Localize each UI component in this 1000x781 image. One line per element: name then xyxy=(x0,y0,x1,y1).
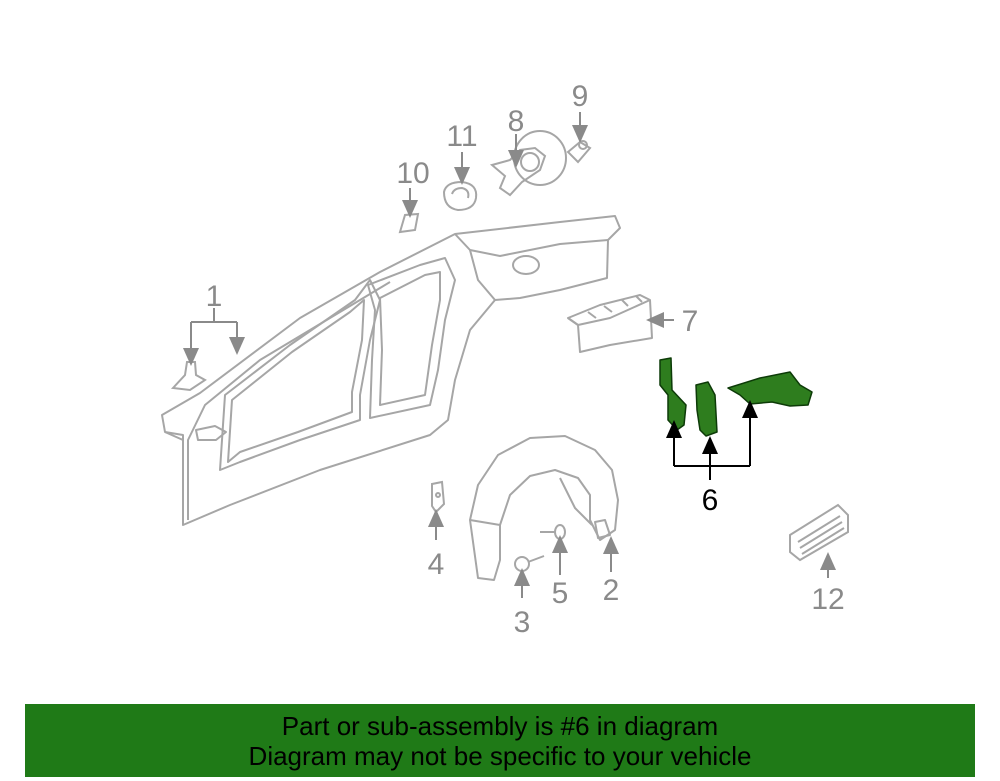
part-6-left-bracket xyxy=(659,357,687,431)
part-6-right-panel xyxy=(727,371,813,407)
fuel-door-part-8 xyxy=(489,130,567,197)
info-banner: Part or sub-assembly is #6 in diagram Di… xyxy=(25,704,975,777)
callout-9: 9 xyxy=(572,80,589,113)
leader-lines xyxy=(183,112,836,598)
callout-8: 8 xyxy=(508,105,525,138)
bracket-part-1 xyxy=(170,361,207,392)
bumper-part-10 xyxy=(398,212,420,234)
callout-1: 1 xyxy=(206,280,223,313)
callout-5: 5 xyxy=(552,577,569,610)
reinforcement-part-7 xyxy=(567,294,653,353)
side-panel-part-1 xyxy=(161,215,621,526)
wheelhouse-liner-part-2 xyxy=(469,435,619,581)
callout-7: 7 xyxy=(682,305,699,338)
bracket-part-4 xyxy=(431,480,446,514)
clip-part-9 xyxy=(566,140,592,164)
callout-3: 3 xyxy=(514,606,531,639)
push-pin-part-3 xyxy=(514,555,545,572)
callout-4: 4 xyxy=(428,548,445,581)
callout-6: 6 xyxy=(702,484,719,517)
part-6-center-bracket xyxy=(695,381,718,437)
screw-part-5 xyxy=(540,524,566,540)
highlighted-part-6 xyxy=(659,357,813,437)
vent-part-12 xyxy=(789,503,849,562)
callout-12: 12 xyxy=(811,583,844,616)
callout-11: 11 xyxy=(446,120,477,153)
banner-line-1: Part or sub-assembly is #6 in diagram xyxy=(281,710,719,741)
callout-2: 2 xyxy=(603,574,620,607)
leader-lines-part-6 xyxy=(666,400,758,480)
banner-line-2: Diagram may not be specific to your vehi… xyxy=(248,740,752,771)
grommet-part-11 xyxy=(442,180,478,212)
callout-10: 10 xyxy=(396,157,429,190)
